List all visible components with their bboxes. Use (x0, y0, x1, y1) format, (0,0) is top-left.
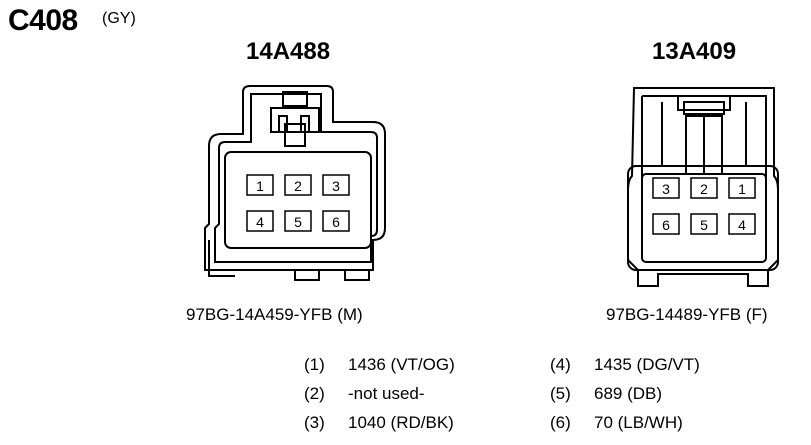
right-pin-grid: 3 2 1 6 5 4 (652, 177, 762, 242)
pinout-row: (1) 1436 (VT/OG) (304, 355, 455, 375)
pin-description: 689 (DB) (594, 384, 663, 403)
connector-color: (GY) (102, 10, 136, 27)
left-pin-grid: 1 2 3 4 5 6 (246, 174, 356, 239)
pin-description: 1435 (DG/VT) (594, 355, 700, 374)
pin-number: (5) (550, 384, 571, 403)
right-pin-label: 6 (662, 217, 670, 233)
right-pin-label: 1 (738, 181, 746, 197)
pinout-row: (6) 70 (LB/WH) (550, 413, 683, 433)
left-pin-label: 4 (256, 214, 264, 230)
left-connector-title: 14A488 (246, 38, 331, 65)
pin-number: (4) (550, 355, 571, 374)
pin-number: (2) (304, 384, 325, 403)
pinout-row: (5) 689 (DB) (550, 384, 662, 404)
pin-number: (6) (550, 413, 571, 432)
right-part-number: 97BG-14489-YFB (F) (606, 305, 768, 324)
right-connector-diagram (627, 87, 779, 287)
right-pin-label: 5 (700, 217, 708, 233)
left-pin-label: 6 (332, 214, 340, 230)
pinout-row: (3) 1040 (RD/BK) (304, 413, 454, 433)
pin-description: 1040 (RD/BK) (348, 413, 454, 432)
right-pin-label: 4 (738, 217, 746, 233)
pin-number: (1) (304, 355, 325, 374)
left-part-number: 97BG-14A459-YFB (M) (186, 305, 363, 324)
pinout-row: (2) -not used- (304, 384, 425, 404)
pin-number: (3) (304, 413, 325, 432)
left-pin-label: 2 (294, 178, 302, 194)
right-pin-label: 2 (700, 181, 708, 197)
left-pin-label: 3 (332, 178, 340, 194)
pin-description: 70 (LB/WH) (594, 413, 683, 432)
pin-description: 1436 (VT/OG) (348, 355, 455, 374)
left-pin-label: 1 (256, 178, 264, 194)
pin-description: -not used- (348, 384, 425, 403)
right-connector-title: 13A409 (652, 38, 737, 65)
left-connector-diagram (204, 85, 386, 281)
left-pin-label: 5 (294, 214, 302, 230)
right-pin-label: 3 (662, 181, 670, 197)
pinout-row: (4) 1435 (DG/VT) (550, 355, 700, 375)
connector-id: C408 (8, 4, 78, 37)
